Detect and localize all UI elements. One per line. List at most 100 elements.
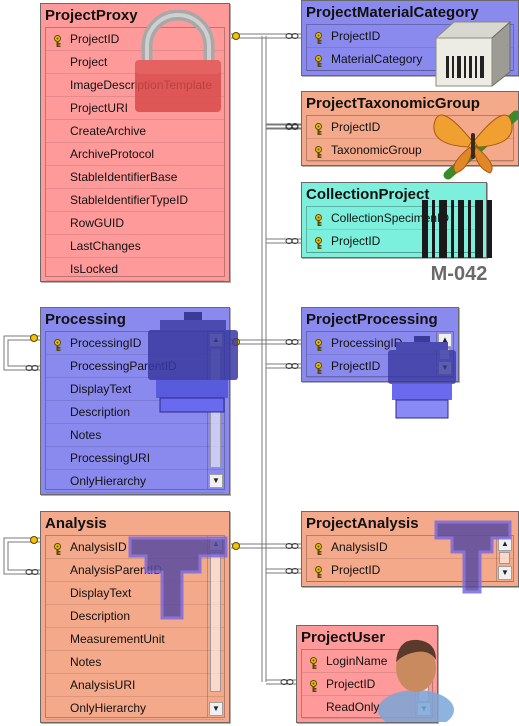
column-name: Description	[70, 609, 131, 623]
scroll-thumb[interactable]	[439, 348, 450, 360]
column-row[interactable]: ProjectID	[307, 355, 453, 378]
column-name: ProjectID	[331, 120, 381, 134]
column-row[interactable]: AnalysisID	[307, 536, 513, 559]
column-row[interactable]: LastChanges	[46, 235, 224, 258]
scroll-up-arrow-icon[interactable]: ▲	[438, 333, 452, 347]
column-row[interactable]: DisplayText	[46, 582, 224, 605]
column-row[interactable]: ProjectID	[307, 116, 513, 139]
scroll-thumb[interactable]	[210, 348, 221, 468]
primary-key-icon	[309, 678, 318, 692]
primary-key-icon	[53, 33, 62, 47]
column-name: ProjectURI	[70, 101, 129, 115]
column-row[interactable]: AnalysisParentID	[46, 559, 224, 582]
column-row[interactable]: ProjectID	[46, 28, 224, 51]
column-row[interactable]: Description	[46, 401, 224, 424]
scroll-thumb[interactable]	[499, 552, 510, 564]
column-row[interactable]: AnalysisID	[46, 536, 224, 559]
relationship-many-end-icon	[291, 339, 299, 345]
column-name: ProcessingURI	[70, 451, 151, 465]
column-list: ProjectID MaterialCategory	[306, 24, 514, 71]
column-row[interactable]: ReadOnly	[302, 696, 432, 719]
column-row[interactable]: CollectionSpecimenID	[307, 207, 481, 230]
scroll-up-arrow-icon[interactable]: ▲	[209, 537, 223, 551]
relationship-many-end-icon	[286, 679, 294, 685]
self-reference-line	[3, 335, 40, 371]
relationship-many-end-icon	[291, 33, 299, 39]
relationship-many-end-icon	[291, 363, 299, 369]
column-name: MeasurementUnit	[70, 632, 165, 646]
column-row[interactable]: MeasurementUnit	[46, 628, 224, 651]
column-name: ProcessingID	[331, 336, 403, 350]
column-row[interactable]: ProjectID	[307, 230, 481, 253]
scroll-down-arrow-icon[interactable]: ▼	[498, 566, 512, 580]
primary-key-icon	[314, 360, 323, 374]
scroll-up-arrow-icon[interactable]: ▲	[498, 537, 512, 551]
column-name: ProjectID	[331, 29, 381, 43]
column-row[interactable]: Notes	[46, 424, 224, 447]
column-row[interactable]: StableIdentifierTypeID	[46, 189, 224, 212]
column-row[interactable]: Description	[46, 605, 224, 628]
primary-key-icon	[314, 30, 323, 44]
scrollbar[interactable]: ▲▼	[496, 536, 513, 581]
column-row[interactable]: ImageDescriptionTemplate	[46, 74, 224, 97]
scroll-thumb[interactable]	[210, 552, 221, 692]
column-row[interactable]: MaterialCategory	[307, 48, 513, 71]
column-row[interactable]: Project	[46, 51, 224, 74]
scroll-down-arrow-icon[interactable]: ▼	[209, 702, 223, 716]
column-row[interactable]: RowGUID	[46, 212, 224, 235]
scroll-up-arrow-icon[interactable]: ▲	[417, 651, 431, 665]
relationship-many-end-icon	[291, 568, 299, 574]
scroll-thumb[interactable]	[418, 666, 429, 702]
scrollbar[interactable]: ▲▼	[415, 650, 432, 717]
scroll-up-arrow-icon[interactable]: ▲	[209, 333, 223, 347]
column-row[interactable]: AnalysisURI	[46, 674, 224, 697]
column-name: AnalysisID	[331, 540, 388, 554]
column-row[interactable]: ProcessingID	[307, 332, 453, 355]
scrollbar[interactable]: ▲▼	[436, 332, 453, 376]
column-row[interactable]: IsLocked	[46, 258, 224, 281]
scrollbar[interactable]: ▲▼	[207, 332, 224, 489]
column-name: ProcessingID	[70, 336, 142, 350]
column-row[interactable]: ProcessingParentID	[46, 355, 224, 378]
column-row[interactable]: ProcessingURI	[46, 447, 224, 470]
column-row[interactable]: ProjectID	[307, 25, 513, 48]
scroll-down-arrow-icon[interactable]: ▼	[209, 474, 223, 488]
relationship-key-end-icon	[232, 542, 240, 550]
column-name: OnlyHierarchy	[70, 701, 147, 715]
column-row[interactable]: ProjectID	[307, 559, 513, 582]
scrollbar[interactable]: ▲▼	[207, 536, 224, 717]
column-name: DisplayText	[70, 382, 132, 396]
column-row[interactable]: LoginName	[302, 650, 432, 673]
column-row[interactable]: OnlyHierarchy	[46, 470, 224, 493]
primary-key-icon	[309, 655, 318, 669]
column-row[interactable]: ProcessingID	[46, 332, 224, 355]
relationship-key-end-icon	[232, 32, 240, 40]
column-row[interactable]: ProjectID	[302, 673, 432, 696]
column-name: CreateArchive	[70, 124, 147, 138]
column-row[interactable]: Notes	[46, 651, 224, 674]
column-row[interactable]: TaxonomicGroup	[307, 139, 513, 162]
scroll-down-arrow-icon[interactable]: ▼	[417, 702, 431, 716]
primary-key-icon	[314, 53, 323, 67]
scroll-down-arrow-icon[interactable]: ▼	[438, 361, 452, 375]
column-name: RowGUID	[70, 216, 125, 230]
column-row[interactable]: ProjectURI	[46, 97, 224, 120]
column-row[interactable]: CreateArchive	[46, 120, 224, 143]
column-row[interactable]: StableIdentifierBase	[46, 166, 224, 189]
column-name: ArchiveProtocol	[70, 147, 155, 161]
primary-key-icon	[53, 541, 62, 555]
column-row[interactable]: DisplayText	[46, 378, 224, 401]
column-row[interactable]: ArchiveProtocol	[46, 143, 224, 166]
primary-key-icon	[53, 337, 62, 351]
column-row[interactable]: OnlyHierarchy	[46, 697, 224, 720]
